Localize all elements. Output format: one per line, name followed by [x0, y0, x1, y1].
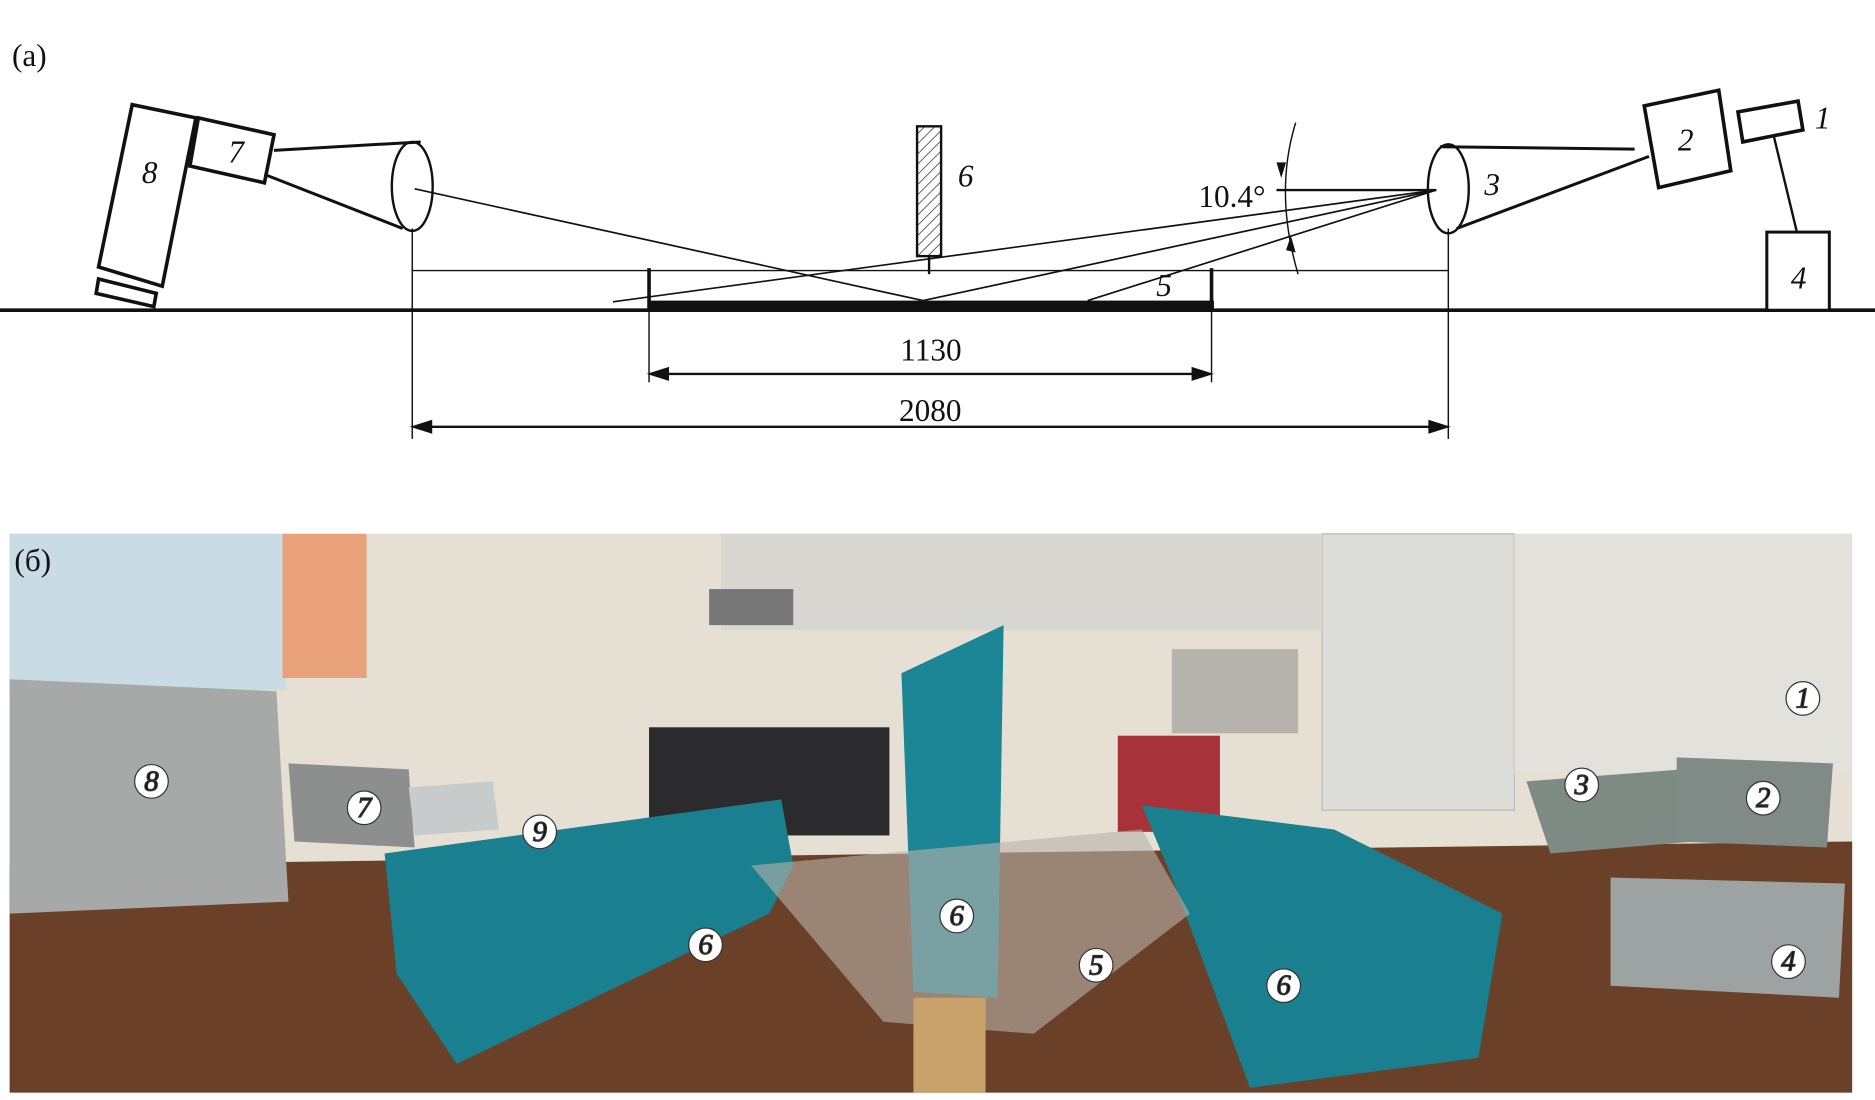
- photo-panel: (б) 1 2 3 4 5 6 6 6 7 8 9: [9, 533, 1853, 1093]
- marker-9: 9: [532, 816, 546, 848]
- transmitter-3: 3: [1426, 143, 1650, 235]
- dimension-1130: 1130: [900, 333, 961, 368]
- beam-rays: [414, 188, 1437, 303]
- marker-6-left: 6: [698, 929, 713, 961]
- cabinet: [1321, 533, 1516, 811]
- marker-6-center: 6: [950, 900, 965, 932]
- window: [9, 533, 287, 691]
- part-label-6: 6: [958, 158, 974, 193]
- horn-3-photo: [1526, 769, 1695, 854]
- angle-label: 10.4°: [1198, 179, 1265, 214]
- unit-4: 4: [1765, 230, 1831, 312]
- shelf: [721, 533, 1323, 630]
- detector-7: 7: [187, 115, 434, 233]
- wood-support: [913, 997, 986, 1093]
- absorber-right: [1141, 805, 1503, 1088]
- absorber-left: [384, 799, 794, 1064]
- receiver-8: 8: [94, 102, 199, 309]
- oscilloscope: [709, 589, 794, 626]
- marker-6-right: 6: [1276, 970, 1291, 1002]
- dimension-lines: [409, 228, 1451, 439]
- marker-1: 1: [1796, 682, 1810, 714]
- photo-markers: 1 2 3 4 5 6 6 6 7 8 9: [134, 681, 1821, 1004]
- sample-plate: [751, 829, 1190, 1034]
- wall-right: [1514, 533, 1851, 775]
- part-label-8: 8: [142, 155, 158, 190]
- schematic-panel: (a) 8 7 6: [0, 38, 1875, 439]
- panel-b-label: (б): [14, 543, 51, 578]
- screen-6: 6: [915, 125, 974, 275]
- marker-3: 3: [1574, 769, 1589, 801]
- generator-2: 2 1: [1642, 88, 1831, 233]
- marker-8: 8: [144, 765, 159, 797]
- horn-7: [408, 781, 499, 836]
- panel-a-label: (a): [12, 38, 47, 73]
- marker-5: 5: [1089, 949, 1103, 981]
- unit-4-photo: [1610, 877, 1845, 998]
- part-label-2: 2: [1678, 122, 1694, 157]
- part-label-4: 4: [1791, 261, 1807, 296]
- marker-4: 4: [1781, 946, 1795, 978]
- part-label-3: 3: [1483, 167, 1500, 202]
- part-label-7: 7: [228, 134, 245, 169]
- marker-7: 7: [357, 792, 373, 824]
- angle-annotation: 10.4°: [1198, 122, 1299, 275]
- part-label-5: 5: [1156, 268, 1172, 303]
- sample-5: 5: [412, 268, 1449, 310]
- marker-2: 2: [1756, 782, 1770, 814]
- curtain: [282, 533, 367, 679]
- instrument-rack: [1171, 649, 1299, 734]
- part-label-1: 1: [1815, 101, 1831, 136]
- dimension-2080: 2080: [899, 393, 962, 428]
